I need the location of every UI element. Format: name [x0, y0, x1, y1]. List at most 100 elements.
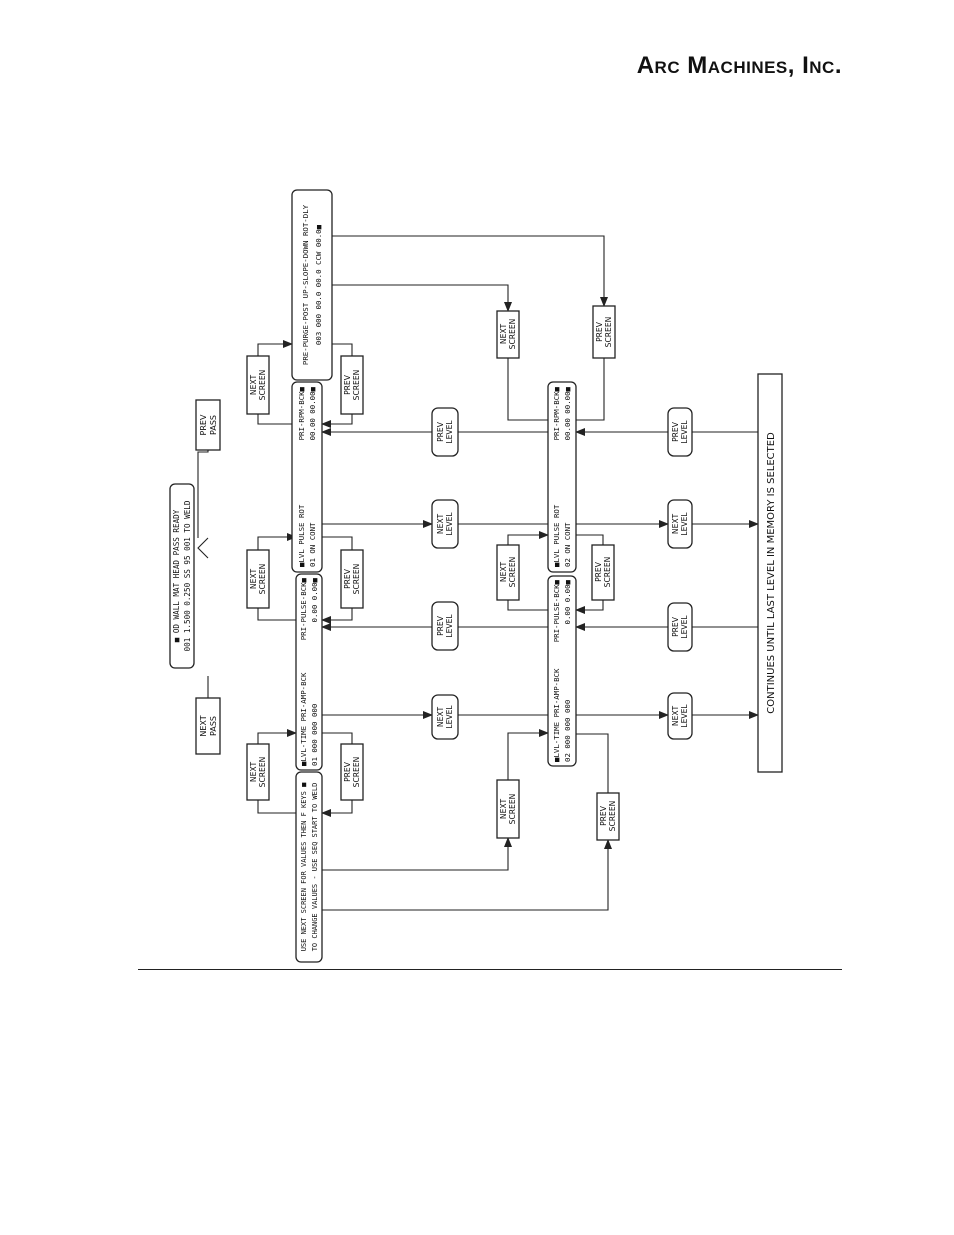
level-2-pulse-header: PRI-PULSE-BCK■ [552, 579, 561, 642]
svg-text:SCREEN: SCREEN [608, 801, 617, 832]
level-2-rotation-header: ■LVL PULSE ROT [552, 504, 561, 567]
level-1-time-values: 01 000 000 000 [310, 704, 319, 766]
svg-text:NEXT: NEXT [671, 706, 680, 727]
svg-text:LEVEL: LEVEL [680, 420, 689, 444]
level-1-time-header: ■LVL-TIME PRI-AMP-BCK [299, 672, 308, 766]
svg-text:SCREEN: SCREEN [508, 319, 517, 350]
level-1-time-screen: ■LVL-TIME PRI-AMP-BCK 01 000 000 000 PRI… [295, 573, 323, 771]
svg-text:PREV: PREV [594, 561, 603, 582]
svg-text:NEXT: NEXT [671, 514, 680, 535]
svg-text:PREV: PREV [343, 568, 352, 589]
prev-pass-label-2: PASS [209, 415, 218, 435]
svg-text:LEVEL: LEVEL [445, 614, 454, 638]
intro-screen-line-2: TO CHANGE VALUES - USE SEQ START TO WELD [311, 783, 319, 952]
level-1-pulse-values: 0.00 0.00■ [310, 577, 319, 622]
svg-text:SCREEN: SCREEN [508, 557, 517, 588]
svg-text:LEVEL: LEVEL [445, 705, 454, 729]
svg-text:NEXT: NEXT [499, 799, 508, 820]
svg-text:LEVEL: LEVEL [445, 420, 454, 444]
start-screen-line-1: ■ OD WALL MAT HEAD PASS READY [172, 509, 181, 642]
page-divider [138, 969, 842, 970]
svg-text:NEXT: NEXT [249, 762, 258, 783]
svg-text:NEXT: NEXT [249, 375, 258, 396]
next-pass-label-1: NEXT [199, 715, 208, 736]
svg-text:LEVEL: LEVEL [445, 512, 454, 536]
svg-text:NEXT: NEXT [436, 707, 445, 728]
svg-text:SCREEN: SCREEN [258, 757, 267, 788]
next-pass-label-2: PASS [209, 716, 218, 736]
svg-text:SCREEN: SCREEN [352, 757, 361, 788]
intro-screen-line-1: USE NEXT SCREEN FOR VALUES THEN F KEYS ■ [300, 782, 308, 951]
svg-text:NEXT: NEXT [499, 562, 508, 583]
svg-text:SCREEN: SCREEN [603, 557, 612, 588]
svg-text:NEXT: NEXT [249, 569, 258, 590]
svg-text:PREV: PREV [599, 805, 608, 826]
svg-text:PREV: PREV [671, 616, 680, 637]
purge-screen-line-2: 003 000 00.0 00.0 CCW 00.0■ [314, 224, 323, 345]
level-1-rotation-header: ■LVL PULSE ROT [297, 504, 306, 567]
company-logo: Arc Machines, Inc. [636, 52, 842, 79]
svg-text:SCREEN: SCREEN [604, 317, 613, 348]
intro-screen-display: USE NEXT SCREEN FOR VALUES THEN F KEYS ■… [295, 771, 323, 963]
svg-text:SCREEN: SCREEN [352, 564, 361, 595]
level-2-time-screen: ■LVL-TIME PRI-AMP-BCK 02 000 000 000 PRI… [547, 575, 577, 767]
level-1-rotation-values: 01 ON CONT [308, 522, 317, 567]
start-screen-display: ■ OD WALL MAT HEAD PASS READY 001 1.500 … [169, 483, 195, 669]
svg-text:PREV: PREV [343, 374, 352, 395]
svg-text:PREV: PREV [595, 321, 604, 342]
svg-text:LEVEL: LEVEL [680, 704, 689, 728]
start-screen-line-2: 001 1.500 0.250 SS 95 001 TO WELD [183, 500, 192, 651]
svg-text:LEVEL: LEVEL [680, 512, 689, 536]
connector-lines [197, 235, 759, 911]
svg-text:NEXT: NEXT [499, 324, 508, 345]
svg-text:SCREEN: SCREEN [508, 794, 517, 825]
svg-text:SCREEN: SCREEN [352, 370, 361, 401]
level-2-rpm-header: PRI-RPM-BCK■ [552, 386, 561, 440]
svg-text:PREV: PREV [436, 421, 445, 442]
svg-text:PREV: PREV [671, 421, 680, 442]
level-2-time-header: ■LVL-TIME PRI-AMP-BCK [552, 668, 561, 762]
prev-pass-label-1: PREV [199, 414, 208, 435]
prev-pass-key[interactable]: PREV PASS [195, 399, 221, 451]
purge-slope-screen: PRE-PURGE-POST UP-SLOPE-DOWN ROT-DLY 003… [291, 189, 333, 381]
next-pass-key[interactable]: NEXT PASS [195, 697, 221, 755]
level-1-rpm-values: 00.00 00.00■ [308, 386, 317, 440]
svg-text:NEXT: NEXT [436, 514, 445, 535]
level-1-rpm-header: PRI-RPM-BCK■ [297, 386, 306, 440]
level-2-rotation-screen: ■LVL PULSE ROT 02 ON CONT PRI-RPM-BCK■ 0… [547, 381, 577, 573]
level-2-time-values: 02 000 000 000 [563, 700, 572, 762]
svg-text:PREV: PREV [436, 615, 445, 636]
level-1-rotation-screen: ■LVL PULSE ROT 01 ON CONT PRI-RPM-BCK■ 0… [291, 381, 323, 573]
svg-text:SCREEN: SCREEN [258, 370, 267, 401]
level-1-pulse-header: PRI-PULSE-BCK■ [299, 577, 308, 640]
continues-note-text: CONTINUES UNTIL LAST LEVEL IN MEMORY IS … [766, 432, 777, 714]
svg-text:PREV: PREV [343, 761, 352, 782]
level-2-pulse-values: 0.00 0.00■ [563, 579, 572, 624]
continues-note: CONTINUES UNTIL LAST LEVEL IN MEMORY IS … [757, 373, 783, 773]
level-2-rpm-values: 00.00 00.00■ [563, 386, 572, 440]
svg-text:SCREEN: SCREEN [258, 564, 267, 595]
level-2-rotation-values: 02 ON CONT [563, 522, 572, 567]
svg-text:LEVEL: LEVEL [680, 615, 689, 639]
